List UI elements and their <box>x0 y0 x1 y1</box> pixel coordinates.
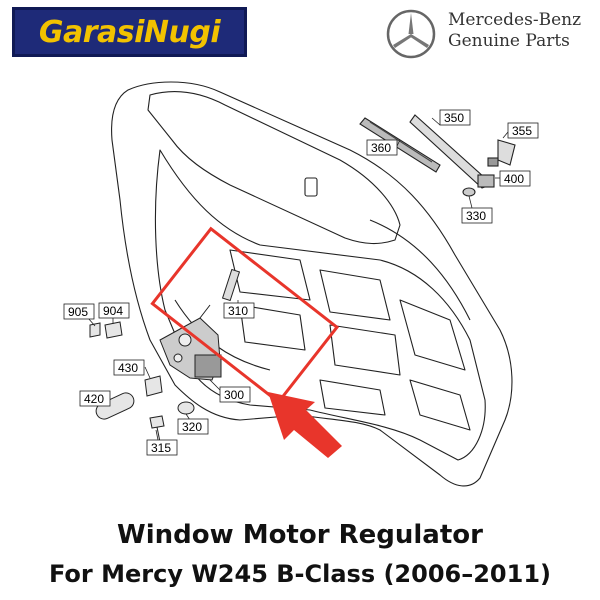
brand-line-1: Mercedes-Benz <box>448 10 582 30</box>
wiper-cap <box>497 139 516 166</box>
pointer-arrow <box>268 392 342 458</box>
panel-cutout <box>399 299 466 371</box>
part-label-310: 310 <box>228 304 248 318</box>
bolt-315 <box>149 415 165 429</box>
caption-title: Window Motor Regulator <box>117 520 483 550</box>
wiper-blade <box>359 117 441 173</box>
panel-cutout <box>329 324 401 376</box>
part-label-905: 905 <box>68 305 88 319</box>
washer-320 <box>177 401 195 415</box>
part-labels: 350 355 360 400 330 310 905 904 430 300 … <box>63 109 539 456</box>
panel-cutout <box>319 269 391 321</box>
brand-line-2: Genuine Parts <box>448 31 570 51</box>
highlight-frame <box>150 226 340 405</box>
brand-wordmark: Mercedes-Benz Genuine Parts <box>448 10 598 52</box>
part-label-360: 360 <box>371 141 391 155</box>
panel-cutout <box>239 304 306 351</box>
bushing-430 <box>144 375 163 397</box>
tailgate-outline <box>111 81 513 487</box>
caption-subtitle: For Mercy W245 B-Class (2006–2011) <box>49 560 551 588</box>
shop-logo-text: GarasiNugi <box>38 14 221 50</box>
part-label-400: 400 <box>504 172 524 186</box>
window-opening <box>147 91 401 245</box>
plug-905 <box>89 322 101 338</box>
mercedes-star-icon <box>386 9 436 59</box>
inner-panel <box>154 149 486 461</box>
parts-diagram: 350 355 360 400 330 310 905 904 430 300 … <box>63 81 539 487</box>
wiper-nut <box>462 187 476 197</box>
part-label-350: 350 <box>444 111 464 125</box>
part-label-355: 355 <box>512 124 532 138</box>
sleeve-420 <box>95 392 135 420</box>
part-label-300: 300 <box>224 388 244 402</box>
part-label-320: 320 <box>182 420 202 434</box>
shop-logo: GarasiNugi <box>12 7 247 57</box>
part-label-315: 315 <box>151 441 171 455</box>
panel-cutout <box>319 379 386 416</box>
part-label-904: 904 <box>103 304 123 318</box>
connector-904 <box>104 321 123 339</box>
panel-cutout <box>409 379 471 431</box>
part-label-330: 330 <box>466 209 486 223</box>
part-label-420: 420 <box>84 392 104 406</box>
part-label-430: 430 <box>118 361 138 375</box>
